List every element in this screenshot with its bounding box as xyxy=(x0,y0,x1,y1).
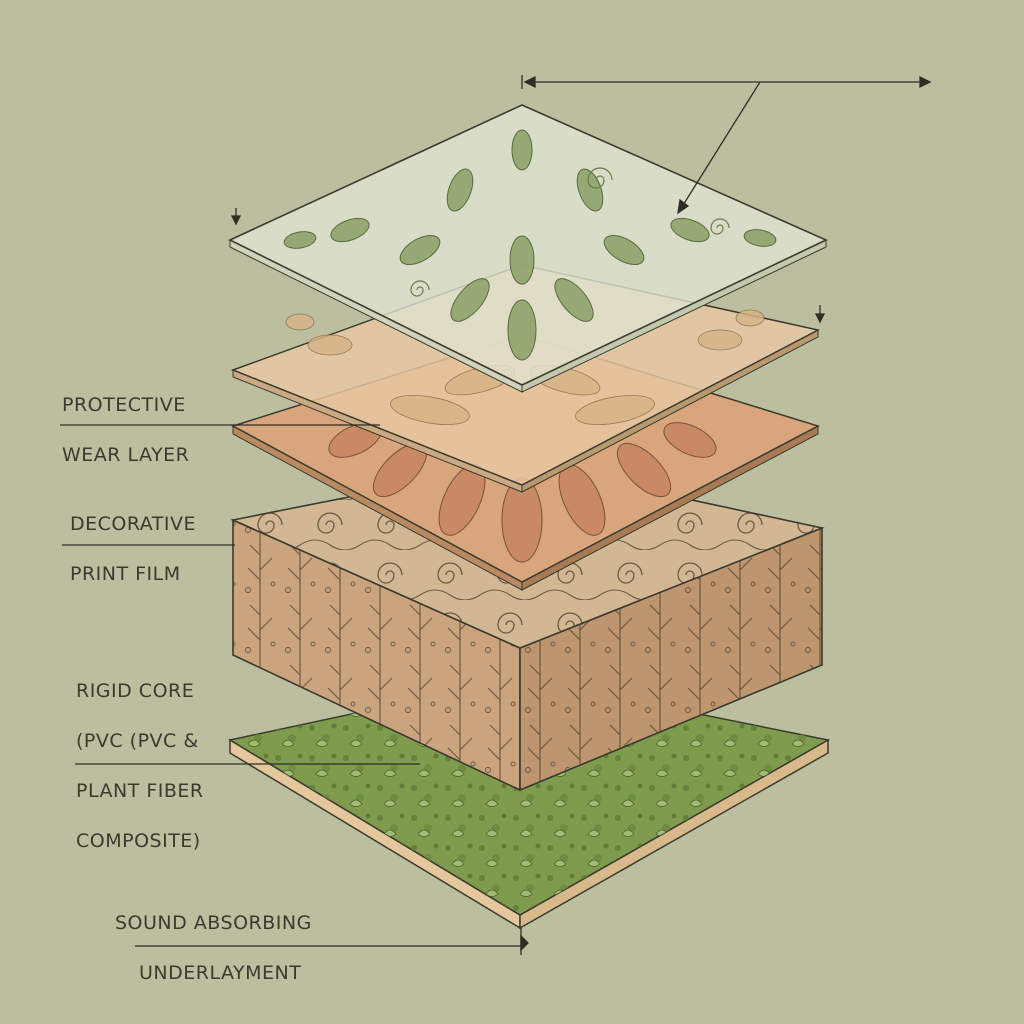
label-rigid-core: RIGID CORE (PVC (PVC & PLANT FIBER COMPO… xyxy=(76,654,204,879)
label-line: PROTECTIVE xyxy=(62,394,186,416)
label-decorative-print-film: DECORATIVE PRINT FILM xyxy=(70,487,196,612)
arrow-head-left-icon xyxy=(523,75,536,89)
label-line: (PVC (PVC & xyxy=(76,730,199,752)
label-line: UNDERLAYMENT xyxy=(139,962,302,984)
leader-arrow-head-icon xyxy=(677,198,690,215)
arrow-head-right-icon xyxy=(919,75,932,89)
bottom-marker-icon xyxy=(520,934,529,952)
tick-down-arrow-left-icon xyxy=(230,215,242,226)
label-line: PLANT FIBER xyxy=(76,780,204,802)
label-protective-wear-layer: PROTECTIVE WEAR LAYER xyxy=(62,368,189,493)
label-line: SOUND ABSORBING xyxy=(115,912,312,934)
label-line: WEAR LAYER xyxy=(62,444,190,466)
label-line: PRINT FILM xyxy=(70,563,181,585)
dimension-markers xyxy=(230,75,932,955)
protective-wear-layer xyxy=(228,104,828,393)
label-line: COMPOSITE) xyxy=(76,830,201,852)
label-leader-lines xyxy=(60,424,521,947)
label-sound-absorbing-underlayment: SOUND ABSORBING UNDERLAYMENT xyxy=(115,886,312,1011)
leader-arrow-line xyxy=(679,81,761,211)
label-line: RIGID CORE xyxy=(76,680,195,702)
label-line: DECORATIVE xyxy=(70,513,197,535)
tick-down-arrow-right-icon xyxy=(814,313,826,324)
